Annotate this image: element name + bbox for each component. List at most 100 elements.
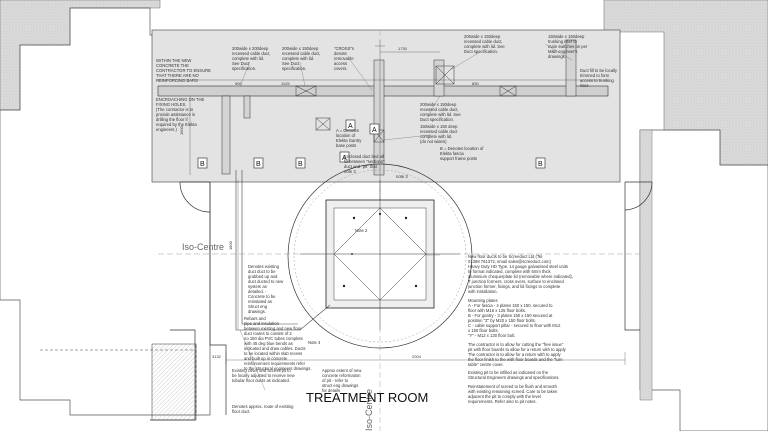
svg-text:complete with lid.: complete with lid. bbox=[420, 134, 452, 139]
svg-text:fill between "sections": fill between "sections" bbox=[344, 159, 385, 164]
svg-text:The contractor is to allow for: The contractor is to allow for cutting t… bbox=[468, 342, 564, 347]
svg-text:Rebars and: Rebars and bbox=[244, 316, 266, 321]
svg-text:(do not widen): (do not widen) bbox=[420, 139, 447, 144]
note-mounting-plates: Mounting plates A - For fascia - 4 plate… bbox=[468, 298, 561, 338]
svg-text:CONCRETE THE: CONCRETE THE bbox=[156, 63, 189, 68]
note-trunking-riser: 150wide x 150deep trunking riser to main… bbox=[548, 34, 588, 59]
note-floor-ducts: New floor ducts to be Screeduct Ltd (Tel… bbox=[467, 254, 573, 294]
svg-text:struct eng drawings: struct eng drawings bbox=[322, 383, 358, 388]
note-2-label: Note 2 bbox=[355, 228, 368, 233]
section-marker-b-2: B bbox=[256, 161, 261, 168]
svg-text:Denotes existing: Denotes existing bbox=[248, 264, 280, 269]
note-duct-200x150-b: 200wide x 150deep recessed cable duct, c… bbox=[464, 34, 505, 54]
svg-text:denote: denote bbox=[334, 51, 347, 56]
svg-text:access: access bbox=[334, 61, 347, 66]
svg-text:the floor finish to the with f: the floor finish to the with floor board… bbox=[468, 357, 563, 362]
svg-text:with existing remaining screed: with existing remaining screed. Care to … bbox=[468, 389, 558, 394]
svg-text:drilling the floor if: drilling the floor if bbox=[156, 117, 188, 122]
svg-text:Reinstatement of screed to be: Reinstatement of screed to be flush and … bbox=[468, 384, 558, 389]
svg-text:Denotes approx. route of exist: Denotes approx. route of existing bbox=[232, 404, 294, 409]
svg-text:provide assistance in: provide assistance in bbox=[156, 112, 196, 117]
svg-text:A - For fascia - 4 plates 150: A - For fascia - 4 plates 150 x 150, sec… bbox=[468, 303, 553, 308]
note-approx-extent: Approx extent of new concrete reformatio… bbox=[322, 368, 362, 393]
wall-hatch-right-mid bbox=[639, 129, 768, 432]
access-covers bbox=[295, 65, 517, 143]
note-duct-200x150-a: 200wide x 150deep recessed cable duct, c… bbox=[282, 46, 320, 71]
note-duct-200x150-c: 200wide x 150deep recessed cable duct, c… bbox=[420, 102, 461, 122]
svg-text:drawings.: drawings. bbox=[548, 54, 566, 59]
svg-text:duct ducted to new: duct ducted to new bbox=[248, 279, 284, 284]
svg-text:Struct eng: Struct eng bbox=[248, 304, 268, 309]
duct-vertical-mid bbox=[373, 59, 385, 176]
svg-text:recessed cable duct: recessed cable duct bbox=[420, 129, 458, 134]
wall-hatch-left bbox=[0, 0, 161, 111]
svg-text:grubbed up and: grubbed up and bbox=[248, 274, 278, 279]
svg-text:no 150 dia PVC tubes complete: no 150 dia PVC tubes complete bbox=[244, 336, 304, 341]
svg-text:to the structural engineers dr: to the structural engineers drawings. bbox=[244, 366, 312, 371]
svg-text:covers.: covers. bbox=[334, 66, 348, 71]
svg-text:Mounting plates: Mounting plates bbox=[468, 298, 498, 303]
svg-text:WITHIN THE NEW: WITHIN THE NEW bbox=[156, 58, 191, 63]
svg-text:B = Denotes location of: B = Denotes location of bbox=[440, 146, 484, 151]
wall-hatch-right bbox=[603, 0, 768, 166]
detail-markers bbox=[339, 119, 380, 163]
svg-text:position "Z" by M20 x 150 floo: position "Z" by M20 x 150 floor bolts. bbox=[468, 318, 536, 323]
svg-text:A = Denotes: A = Denotes bbox=[336, 128, 359, 133]
svg-text:recessed cable duct,: recessed cable duct, bbox=[420, 107, 458, 112]
section-marker-b-1: B bbox=[200, 161, 205, 168]
svg-text:drawings.: drawings. bbox=[248, 309, 266, 314]
detail-marker-a-3: A bbox=[342, 155, 347, 162]
svg-text:C - cable support pillar - sec: C - cable support pillar - secured to fl… bbox=[468, 323, 561, 328]
svg-text:M&E engineer's: M&E engineer's bbox=[548, 49, 577, 54]
svg-text:duct routes to consist of 2: duct routes to consist of 2 bbox=[244, 331, 292, 336]
svg-text:(The contractor is to: (The contractor is to bbox=[156, 107, 194, 112]
note-denotes-route: Denotes approx. route of existing floor … bbox=[232, 404, 294, 414]
svg-text:150wide x 150deep: 150wide x 150deep bbox=[548, 34, 585, 39]
svg-text:Elekta Gantry: Elekta Gantry bbox=[336, 138, 362, 143]
svg-text:floor duct.: floor duct. bbox=[232, 409, 250, 414]
svg-text:Elekta fascia: Elekta fascia bbox=[440, 151, 464, 156]
svg-text:specification.: specification. bbox=[282, 66, 306, 71]
detail-marker-a-2: A bbox=[372, 127, 377, 134]
svg-text:aluminium chequerplate lid (re: aluminium chequerplate lid (removable wh… bbox=[468, 274, 573, 279]
svg-text:ENCROACHING ON THE: ENCROACHING ON THE bbox=[156, 97, 205, 102]
svg-text:recessed cable duct,: recessed cable duct, bbox=[232, 51, 270, 56]
note-4-label: Note 4 bbox=[308, 340, 321, 345]
svg-text:"Y" - M12 x 130 floor bolt.: "Y" - M12 x 130 floor bolt. bbox=[468, 333, 515, 338]
svg-text:of pit - refer to: of pit - refer to bbox=[322, 378, 349, 383]
note-existing-duct: Denotes existing duct duct to be grubbed… bbox=[248, 264, 284, 314]
svg-text:Existing pit to be infilled as: Existing pit to be infilled as indicated… bbox=[468, 370, 549, 375]
svg-text:01388 761372, email sales@scre: 01388 761372, email sales@screeduct.com) bbox=[468, 259, 552, 264]
svg-text:required by the Elekta: required by the Elekta bbox=[156, 122, 197, 127]
svg-text:T junction formers, cross over: T junction formers, cross overs, surface… bbox=[468, 279, 564, 284]
svg-text:pipe and insulation: pipe and insulation bbox=[244, 321, 280, 326]
svg-text:adjacent the pit to comply wit: adjacent the pit to comply with the leve… bbox=[468, 394, 541, 399]
svg-text:complete with lid. See: complete with lid. See bbox=[420, 112, 461, 117]
svg-text:complete with lid. See: complete with lid. See bbox=[464, 44, 505, 49]
svg-text:THAT THERE ARE NO: THAT THERE ARE NO bbox=[156, 73, 200, 78]
dim-1600: 1600 bbox=[179, 125, 184, 135]
svg-text:be locally adjusted to receive: be locally adjusted to receive new bbox=[232, 373, 296, 378]
duct-vertical-right bbox=[433, 59, 445, 97]
svg-text:See Duct: See Duct bbox=[282, 61, 300, 66]
duct-vertical-far-right bbox=[565, 39, 577, 97]
svg-text:New floor ducts to be Screeduc: New floor ducts to be Screeduct Ltd (Tel… bbox=[468, 254, 543, 259]
svg-text:200wide x 150deep: 200wide x 150deep bbox=[282, 46, 319, 51]
dim-1125: 1125 bbox=[281, 81, 290, 86]
dim-2004: 2004 bbox=[412, 354, 422, 359]
dim-500: 500 bbox=[235, 81, 242, 86]
svg-text:FIXING HOLES.: FIXING HOLES. bbox=[156, 102, 186, 107]
svg-text:Concrete to be: Concrete to be bbox=[248, 294, 276, 299]
svg-text:junction former, fixings, and: junction former, fixings, and lid fixing… bbox=[467, 284, 561, 289]
svg-text:Duct specification.: Duct specification. bbox=[420, 117, 454, 122]
svg-text:and built up in concrete: and built up in concrete bbox=[244, 356, 288, 361]
svg-text:complete with lid.: complete with lid. bbox=[282, 56, 314, 61]
svg-text:engineers.): engineers.) bbox=[156, 127, 178, 132]
svg-text:detailed. -: detailed. - bbox=[248, 289, 267, 294]
svg-text:reinforcement requirements ref: reinforcement requirements refer bbox=[244, 361, 306, 366]
note-reinforced: Rebars and pipe and insulation between e… bbox=[244, 316, 312, 371]
svg-text:for details: for details bbox=[322, 388, 340, 393]
note-ensure-slab: WITHIN THE NEW CONCRETE THE CONTRACTOR T… bbox=[156, 58, 211, 132]
note-duct-200x200: 200wide x 200deep recessed cable duct, c… bbox=[232, 46, 270, 71]
